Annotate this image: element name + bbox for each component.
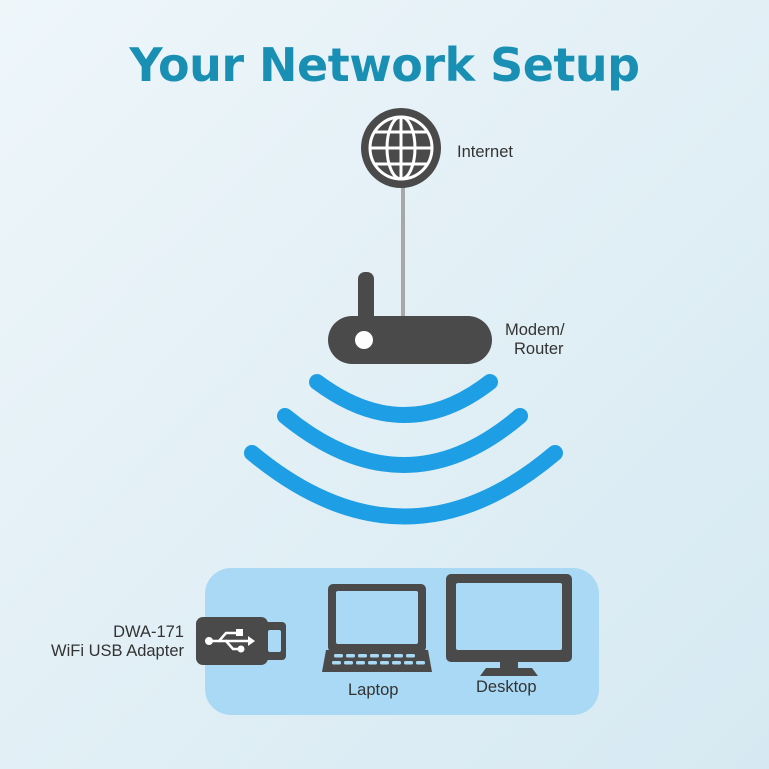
wifi-signal-icon	[244, 374, 563, 525]
wifi-arc-middle	[277, 408, 528, 473]
usb-adapter-icon	[196, 617, 286, 665]
router-icon	[328, 272, 492, 364]
globe-icon	[361, 108, 441, 188]
router-label-line2: Router	[514, 340, 564, 358]
adapter-label-line1: DWA-171	[113, 623, 184, 641]
router-label-line1: Modem/	[505, 321, 565, 339]
laptop-icon	[322, 584, 432, 672]
desktop-label: Desktop	[476, 678, 537, 696]
laptop-label: Laptop	[348, 681, 399, 699]
page-title: Your Network Setup	[129, 38, 640, 92]
wifi-arc-outer	[244, 445, 563, 525]
adapter-label-line2: WiFi USB Adapter	[51, 642, 184, 660]
desktop-monitor-icon	[446, 574, 572, 676]
wifi-arc-inner	[309, 374, 498, 423]
internet-label: Internet	[457, 143, 513, 161]
